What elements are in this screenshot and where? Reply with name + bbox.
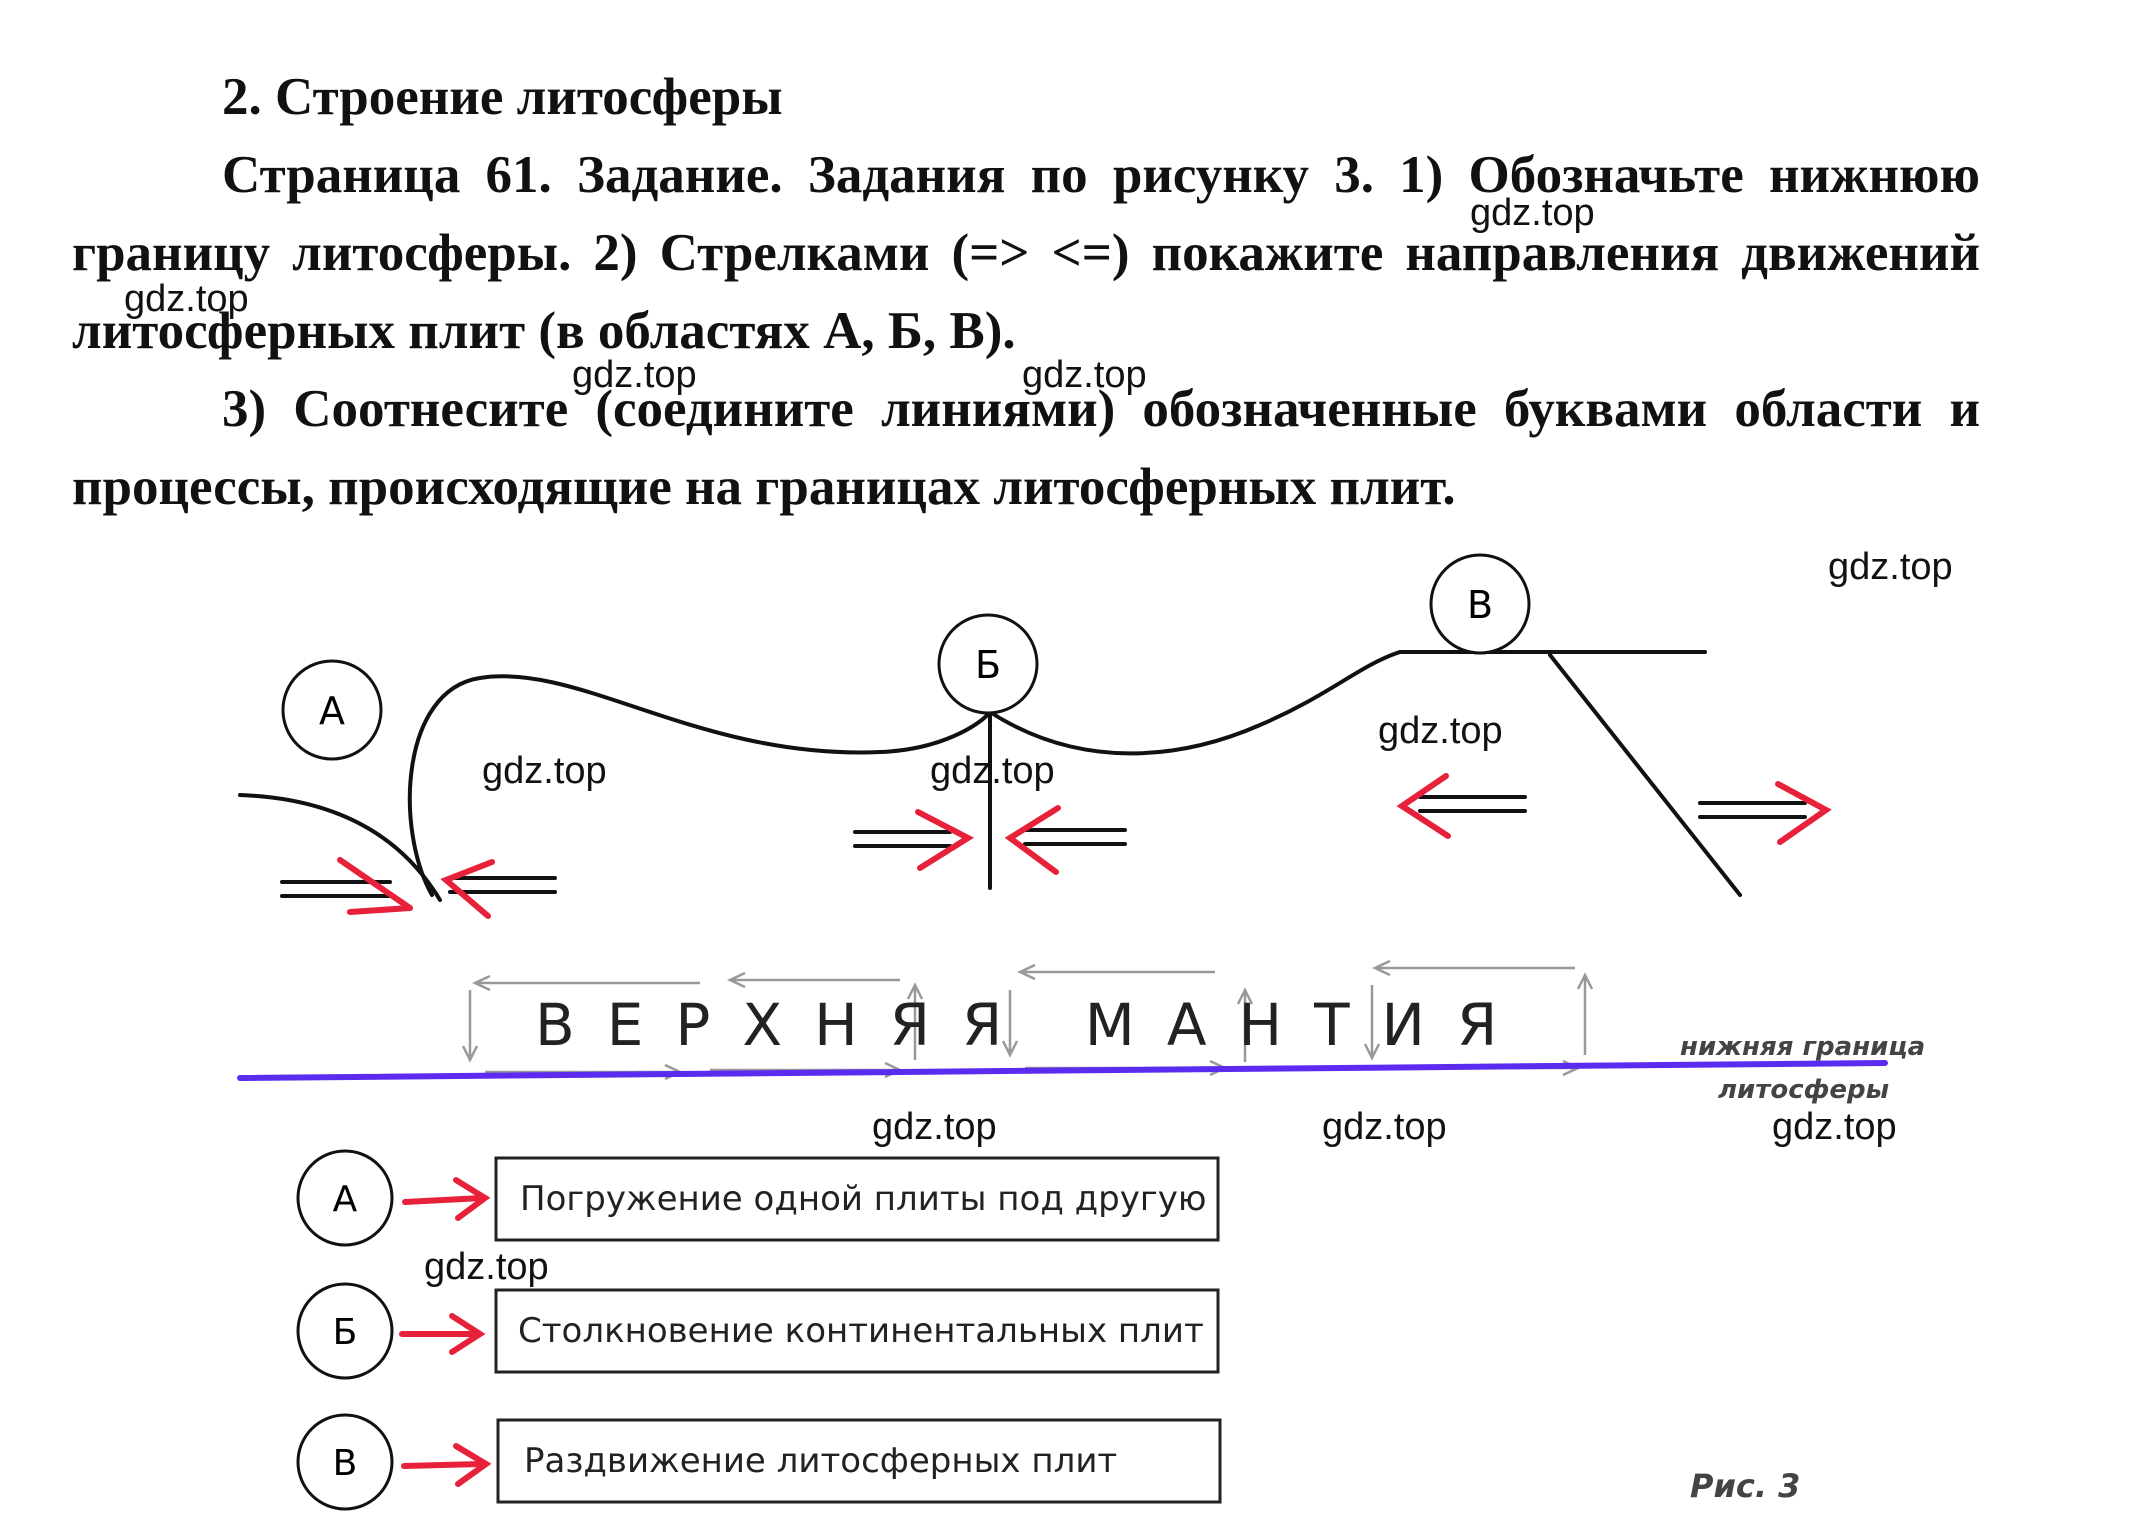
matching-row-a: А Погружение одной плиты под другую	[296, 1149, 1220, 1247]
lithosphere-lower-boundary	[237, 1060, 1888, 1081]
match-arrow-a	[402, 1177, 491, 1221]
watermark: gdz.top	[1772, 1106, 1897, 1148]
figure-caption: Рис. 3	[1690, 1467, 1800, 1505]
matching-row-b: Б Столкновение континентальных плит	[296, 1282, 1220, 1380]
task-paragraph-2: 3) Соотнесите (соедините линиями) обозна…	[72, 380, 1980, 516]
arrow-a-right	[280, 857, 413, 915]
watermark: gdz.top	[572, 354, 697, 396]
watermark: gdz.top	[1470, 192, 1595, 234]
mantle-label: ВЕРХНЯЯ МАНТИЯ	[535, 991, 1529, 1059]
region-marker-b: Б	[937, 613, 1039, 715]
arrow-c-right	[1698, 781, 1832, 845]
matching-letter-c: В	[333, 1443, 358, 1484]
region-label-a: А	[319, 689, 345, 733]
arrow-c-left	[1396, 773, 1527, 839]
watermark: gdz.top	[1828, 546, 1953, 588]
watermark: gdz.top	[482, 750, 607, 792]
watermark: gdz.top	[930, 750, 1055, 792]
watermark: gdz.top	[124, 278, 249, 320]
matching-table: А Погружение одной плиты под другую Б Ст…	[296, 1149, 1222, 1511]
watermark: gdz.top	[1022, 354, 1147, 396]
plate-motion-arrows	[280, 773, 1832, 919]
process-c: Раздвижение литосферных плит	[524, 1441, 1117, 1481]
process-b: Столкновение континентальных плит	[518, 1311, 1204, 1351]
boundary-label-line1: нижняя граница	[1680, 1032, 1925, 1062]
rift-fault-line	[1548, 653, 1742, 897]
watermark: gdz.top	[872, 1106, 997, 1148]
region-label-c: В	[1467, 583, 1493, 627]
process-a: Погружение одной плиты под другую	[520, 1179, 1206, 1219]
match-arrow-c	[401, 1443, 492, 1487]
watermark: gdz.top	[424, 1246, 549, 1288]
arrow-a-left	[440, 859, 557, 919]
overriding-plate-curve	[407, 674, 992, 897]
watermark: gdz.top	[1322, 1106, 1447, 1148]
arrow-b-right	[853, 809, 975, 871]
region-label-b: Б	[975, 643, 1001, 687]
terrain-profile	[238, 650, 1742, 902]
region-marker-c: В	[1429, 553, 1531, 655]
boundary-label-line2: литосферы	[1718, 1075, 1889, 1105]
watermark: gdz.top	[1378, 710, 1503, 752]
mountain-slope-right	[988, 650, 1402, 756]
region-marker-a: А	[281, 659, 383, 761]
task-paragraph-1: Страница 61. Задание. Задания по рисунку…	[72, 146, 1980, 360]
section-heading: 2. Строение литосферы	[222, 68, 783, 126]
matching-row-c: В Раздвижение литосферных плит	[296, 1413, 1222, 1511]
arrow-b-left	[1004, 805, 1127, 875]
match-arrow-b	[399, 1313, 486, 1355]
matching-letter-b: Б	[333, 1312, 358, 1353]
task-text: Страница 61. Задание. Задания по рисунку…	[72, 136, 1980, 526]
matching-letter-a: А	[333, 1179, 358, 1220]
